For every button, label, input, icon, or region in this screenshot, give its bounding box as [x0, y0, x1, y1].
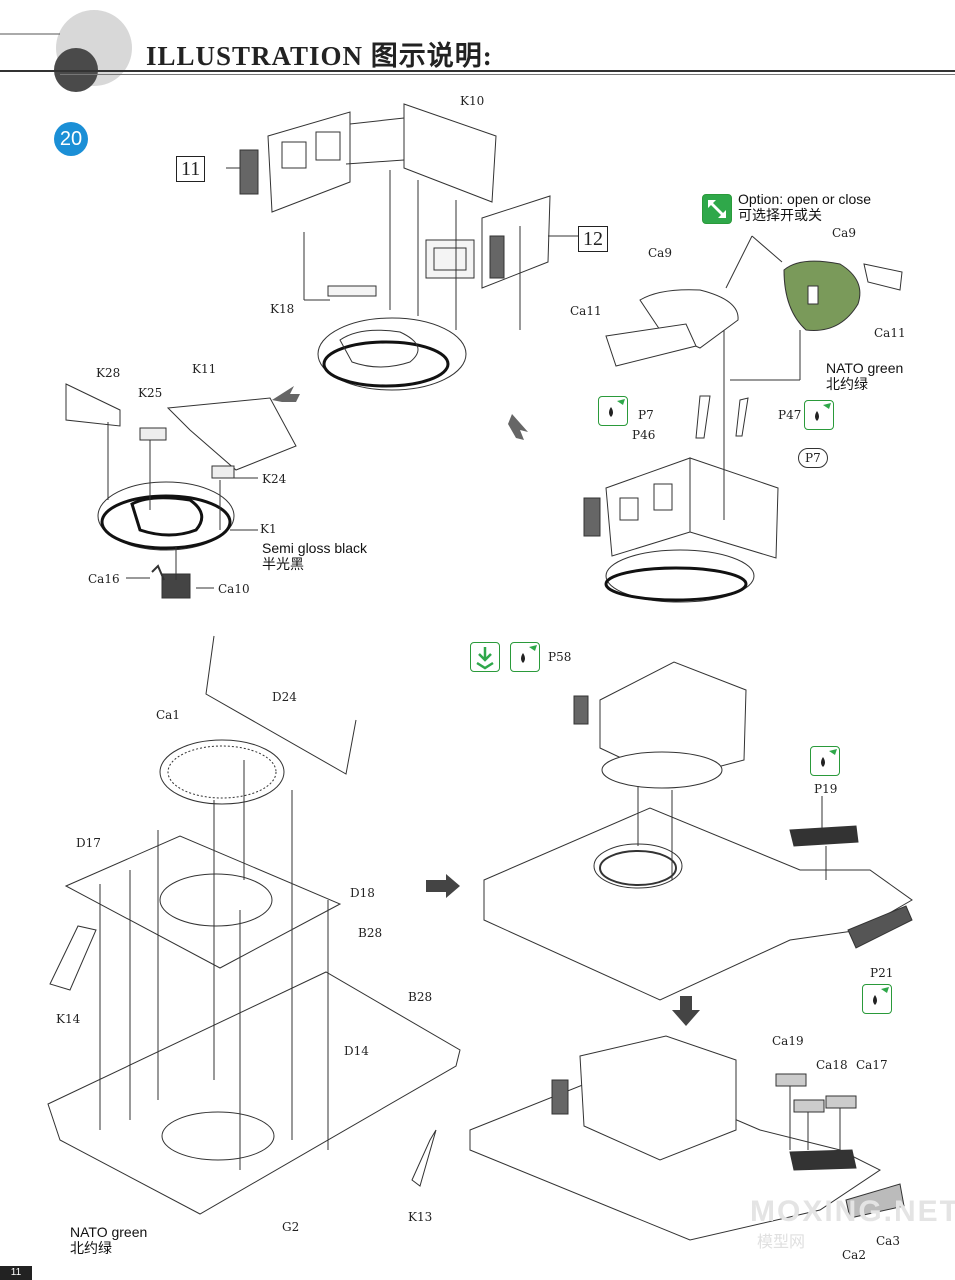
label-p47: P47 [778, 408, 802, 422]
label-k28: K28 [96, 366, 121, 380]
box-number-12: 12 [578, 226, 608, 252]
label-ca18: Ca18 [816, 1058, 848, 1072]
base-ring-assembly [65, 383, 297, 599]
paint-drop-icon [598, 396, 628, 426]
label-ca9-left: Ca9 [648, 246, 672, 260]
turret-top-assembly [226, 103, 578, 391]
roof-with-turret [483, 661, 913, 1001]
label-k13: K13 [408, 1210, 433, 1224]
label-ca9-right: Ca9 [832, 226, 856, 240]
note-option-line2: 可选择开或关 [738, 207, 822, 223]
expand-arrows-icon [702, 194, 732, 224]
note-semi-gloss-line1: Semi gloss black [262, 540, 368, 556]
paint-drop-icon [804, 400, 834, 430]
glue-down-icon [470, 642, 500, 672]
header-rule-thin [60, 74, 955, 75]
label-ca16: Ca16 [88, 572, 120, 586]
arrow-right-1 [272, 386, 300, 402]
label-b28-upper: B28 [358, 926, 383, 940]
note-nato-bottom-line1: NATO green [70, 1224, 148, 1240]
label-ca2: Ca2 [842, 1248, 866, 1262]
arrow-down-1 [672, 996, 700, 1026]
note-nato-bottom-line2: 北约绿 [70, 1240, 112, 1256]
arrow-right-2 [426, 874, 460, 898]
label-p46: P46 [632, 428, 656, 442]
label-p19: P19 [814, 782, 838, 796]
hatch-option-assembly [583, 235, 903, 603]
label-k18: K18 [270, 302, 295, 316]
label-k11: K11 [192, 362, 217, 376]
note-nato-top-line1: NATO green [826, 360, 904, 376]
label-k1: K1 [260, 522, 277, 536]
note-nato-top-line2: 北约绿 [826, 376, 868, 392]
label-ca1: Ca1 [156, 708, 180, 722]
label-ca11-left: Ca11 [570, 304, 602, 318]
box-number-11: 11 [176, 156, 206, 182]
watermark-cn: 模型网 [757, 1232, 806, 1251]
label-p21: P21 [870, 966, 894, 980]
page-title: ILLUSTRATION 图示说明: [146, 41, 493, 71]
step-number-badge: 20 [54, 122, 88, 156]
label-d24: D24 [272, 690, 297, 704]
note-option-line1: Option: open or close [738, 191, 872, 207]
label-ca17: Ca17 [856, 1058, 888, 1072]
header-rule [0, 70, 955, 72]
label-ca11-right: Ca11 [874, 326, 906, 340]
label-p58: P58 [548, 650, 572, 664]
label-ca19: Ca19 [772, 1034, 804, 1048]
label-ca10: Ca10 [218, 582, 250, 596]
paint-drop-icon [862, 984, 892, 1014]
hull-roof-exploded [47, 635, 461, 1215]
paint-drop-icon [510, 642, 540, 672]
label-b28-lower: B28 [408, 990, 433, 1004]
watermark: MOXING.NET [750, 1195, 955, 1228]
label-g2: G2 [282, 1220, 300, 1234]
label-k24: K24 [262, 472, 287, 486]
label-k14: K14 [56, 1012, 81, 1026]
label-k25: K25 [138, 386, 163, 400]
label-p7-circle: P7 [798, 448, 828, 468]
label-d17: D17 [76, 836, 101, 850]
paint-drop-icon [810, 746, 840, 776]
note-semi-gloss-line2: 半光黑 [262, 556, 304, 572]
label-k10: K10 [460, 94, 485, 108]
label-d14: D14 [344, 1044, 369, 1058]
label-d18: D18 [350, 886, 375, 900]
label-ca3: Ca3 [876, 1234, 900, 1248]
page-number: 11 [0, 1266, 32, 1280]
label-p7: P7 [638, 408, 654, 422]
arrow-down-right-1 [508, 414, 528, 440]
final-assembly [469, 1035, 905, 1241]
